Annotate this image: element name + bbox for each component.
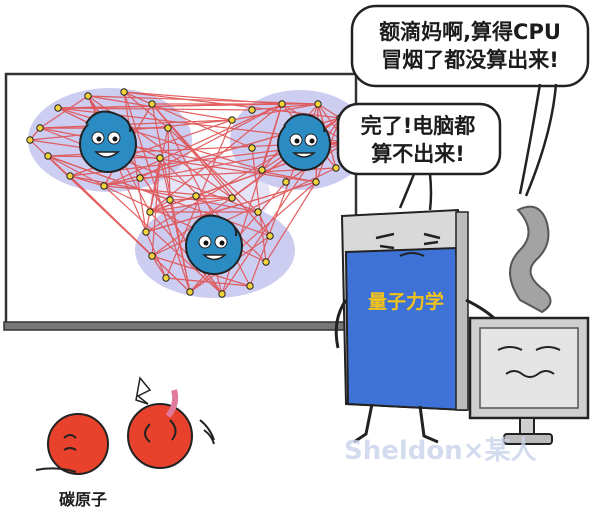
speech-bubble-top	[350, 4, 590, 197]
atom-left	[79, 110, 137, 173]
electron-dot	[314, 100, 322, 108]
electron-dot	[136, 174, 144, 182]
electron-dot	[312, 178, 320, 186]
bond-line	[103, 185, 223, 295]
electron-dot	[278, 100, 286, 108]
electron-dot	[100, 182, 108, 190]
bond-line	[123, 91, 191, 293]
bond-line	[69, 175, 259, 213]
watermark: Sheldon×某人	[344, 436, 537, 466]
bond-line	[151, 255, 167, 279]
electron-dot	[148, 100, 156, 108]
bond-line	[57, 103, 283, 109]
electron-dot	[162, 274, 170, 282]
electron-dot	[142, 228, 150, 236]
electron-dot	[164, 124, 172, 132]
electron-dot	[166, 196, 174, 204]
electron-dot	[186, 288, 194, 296]
electron-dot	[120, 88, 128, 96]
electron-dot	[254, 208, 262, 216]
bond-line	[123, 91, 147, 233]
bond-line	[39, 119, 233, 129]
electron-dot	[44, 152, 52, 160]
electron-dot	[218, 290, 226, 298]
electron-dot	[66, 172, 74, 180]
bond-line	[39, 95, 89, 129]
speech-bubble-top-text: 额滴妈啊,算得CPU 冒烟了都没算出来!	[379, 20, 561, 72]
speech-bubble-middle-text: 完了!电脑都 算不出来!	[360, 114, 476, 166]
bond-line	[123, 91, 169, 129]
electron-dot	[54, 104, 62, 112]
bond-line	[123, 91, 253, 149]
bond-line	[139, 103, 283, 179]
electron-dot	[228, 194, 236, 202]
electron-dot	[258, 166, 266, 174]
carbon-atom-label: 碳原子	[58, 490, 107, 509]
electron-dot	[192, 192, 200, 200]
bond-line	[103, 185, 233, 199]
bond-line	[317, 103, 341, 119]
bond-line	[265, 181, 317, 263]
electron-dot	[332, 164, 340, 172]
bond-line	[39, 127, 259, 213]
electron-dot	[262, 258, 270, 266]
speech-bubble-middle	[336, 102, 502, 211]
bond-line	[145, 181, 317, 233]
electron-dot	[228, 116, 236, 124]
bond-line	[165, 277, 251, 287]
carbon-atom-right	[127, 376, 215, 469]
atom-right	[277, 113, 331, 171]
electron-dot	[36, 124, 44, 132]
book-title: 量子力学	[367, 291, 444, 313]
electron-dot	[148, 252, 156, 260]
electron-dot	[248, 144, 256, 152]
bond-line	[261, 103, 283, 171]
electron-dot	[84, 92, 92, 100]
electron-dot	[26, 136, 34, 144]
bond-line	[47, 155, 105, 187]
atom-bottom	[185, 214, 243, 275]
electron-dot	[156, 154, 164, 162]
bond-line	[57, 107, 253, 111]
smoking-computer-monitor	[468, 205, 590, 445]
bond-line	[257, 211, 271, 237]
electron-dot	[266, 232, 274, 240]
electron-dot	[248, 106, 256, 114]
carbon-atom-left	[35, 413, 109, 475]
bond-line	[103, 103, 283, 187]
electron-dot	[146, 208, 154, 216]
bond-line	[167, 127, 259, 213]
electron-dot	[246, 282, 254, 290]
bond-line	[231, 103, 319, 121]
quantum-book-character	[334, 208, 498, 444]
electron-dot	[282, 178, 290, 186]
bond-line	[159, 157, 267, 263]
bond-line	[151, 167, 337, 257]
